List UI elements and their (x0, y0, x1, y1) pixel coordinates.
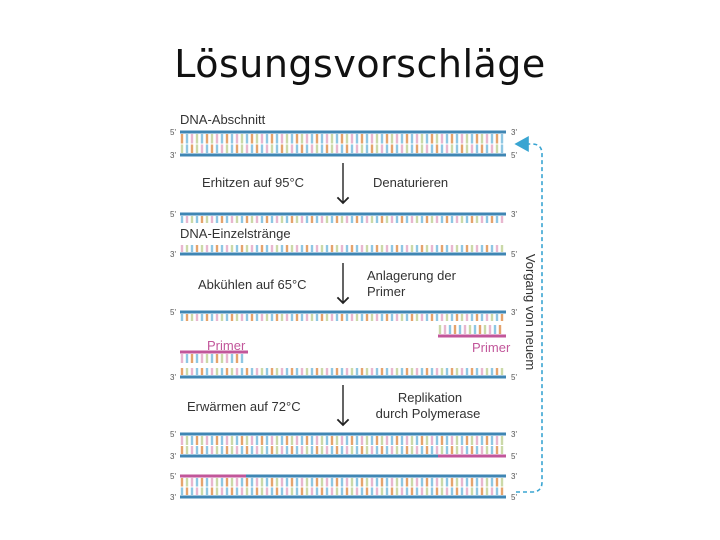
slide-title: Lösungsvorschläge (174, 42, 546, 86)
single-strands-label: DNA-Einzelstränge (180, 226, 291, 241)
anneal-label-2: Primer (367, 284, 406, 299)
end-label: 5' (170, 472, 176, 481)
cool-label: Abkühlen auf 65°C (198, 277, 307, 292)
replication-label-1: Replikation (398, 390, 462, 405)
dna-strands: 5' 3' 3' 5' 5' 3' 3' 5' 5' 3' 3' 5' 5' 3' 3' 5' 5' 3' 3' 5' (170, 128, 517, 502)
end-label: 5' (511, 151, 517, 160)
end-label: 3' (511, 210, 517, 219)
end-label: 3' (511, 430, 517, 439)
repeat-loop-arrow (514, 136, 543, 493)
end-label: 5' (170, 430, 176, 439)
end-label: 3' (511, 472, 517, 481)
end-label: 3' (511, 308, 517, 317)
end-label: 5' (170, 308, 176, 317)
end-label: 3' (511, 128, 517, 137)
end-label: 3' (170, 493, 176, 502)
end-label: 3' (170, 373, 176, 382)
heat-label: Erhitzen auf 95°C (202, 175, 304, 190)
end-label: 3' (170, 250, 176, 259)
warm-label: Erwärmen auf 72°C (187, 399, 301, 414)
primer-label-left: Primer (207, 338, 246, 353)
end-label: 5' (170, 210, 176, 219)
end-label: 3' (170, 151, 176, 160)
repeat-label: Vorgang von neuem (523, 254, 538, 370)
end-label: 5' (511, 493, 517, 502)
primer-label-right: Primer (472, 340, 511, 355)
end-label: 5' (170, 128, 176, 137)
end-label: 5' (511, 373, 517, 382)
end-label: 3' (170, 452, 176, 461)
anneal-label-1: Anlagerung der (367, 268, 457, 283)
dna-section-label: DNA-Abschnitt (180, 112, 266, 127)
end-label: 5' (511, 250, 517, 259)
denature-label: Denaturieren (373, 175, 448, 190)
end-label: 5' (511, 452, 517, 461)
replication-label-2: durch Polymerase (376, 406, 481, 421)
